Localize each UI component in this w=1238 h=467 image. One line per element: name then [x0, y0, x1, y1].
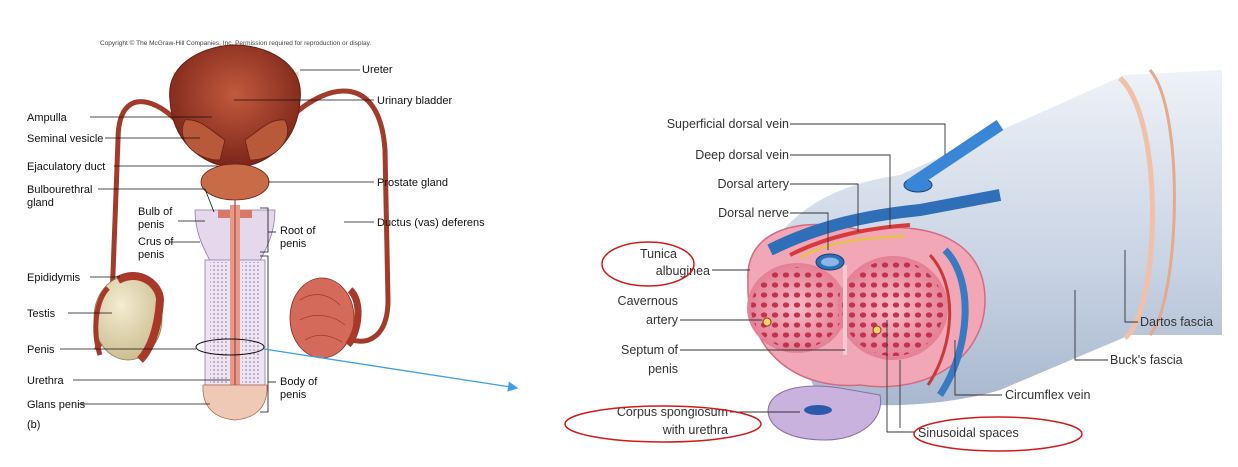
label-epididymis: Epididymis — [27, 272, 81, 284]
label-bulbourethral-line1: Bulbourethral — [27, 184, 92, 196]
label-penis: Penis — [27, 344, 55, 356]
label-bulb-line1: Bulb of — [138, 206, 173, 218]
label-body-line2: penis — [280, 389, 307, 401]
label-cavernous-line2: artery — [646, 313, 679, 327]
label-crus-line1: Crus of — [138, 236, 174, 248]
label-tunica-line1: Tunica — [640, 247, 677, 261]
label-ampulla: Ampulla — [27, 112, 68, 124]
left-leader-lines — [60, 69, 374, 413]
label-corpus-line2: with urethra — [662, 423, 728, 437]
label-body-line1: Body of — [280, 376, 318, 388]
highlight-tunica — [601, 241, 695, 287]
label-ductus-deferens: Ductus (vas) deferens — [377, 217, 485, 229]
highlight-sinusoidal-spaces — [913, 416, 1083, 452]
label-cavernous-line1: Cavernous — [618, 294, 678, 308]
section-arrow — [263, 348, 519, 392]
label-ejaculatory-duct: Ejaculatory duct — [27, 161, 105, 173]
copyright-text: Copyright © The McGraw-Hill Companies, I… — [100, 39, 371, 47]
label-urethra: Urethra — [27, 375, 65, 387]
label-tunica-line2: albuginea — [656, 264, 710, 278]
label-root-line1: Root of — [280, 225, 316, 237]
right-leader-lines — [680, 123, 1138, 433]
label-superficial-dorsal-vein: Superficial dorsal vein — [667, 117, 789, 131]
label-deep-dorsal-vein: Deep dorsal vein — [695, 148, 789, 162]
label-circumflex-vein: Circumflex vein — [1005, 388, 1090, 402]
label-glans-penis: Glans penis — [27, 399, 86, 411]
label-septum-line2: penis — [648, 362, 678, 376]
highlight-corpus-spongiosum — [564, 405, 762, 443]
label-urinary-bladder: Urinary bladder — [377, 95, 453, 107]
label-corpus-line1: Corpus spongiosum — [617, 405, 728, 419]
label-septum-line1: Septum of — [621, 343, 679, 357]
label-crus-line2: penis — [138, 249, 165, 261]
label-dartos-fascia: Dartos fascia — [1140, 315, 1213, 329]
label-seminal-vesicle: Seminal vesicle — [27, 133, 103, 145]
label-testis: Testis — [27, 308, 56, 320]
left-illustration — [93, 44, 391, 421]
label-dorsal-nerve: Dorsal nerve — [718, 206, 789, 220]
label-ureter: Ureter — [362, 64, 393, 76]
label-prostate-gland: Prostate gland — [377, 177, 448, 189]
highlight-circles — [564, 241, 1083, 452]
label-root-line2: penis — [280, 238, 307, 250]
label-bulbourethral-line2: gland — [27, 197, 54, 209]
label-dorsal-artery: Dorsal artery — [717, 177, 789, 191]
label-bulb-line2: penis — [138, 219, 165, 231]
label-sinusoidal-spaces: Sinusoidal spaces — [918, 426, 1019, 440]
panel-letter: (b) — [27, 419, 40, 431]
right-illustration — [747, 69, 1222, 441]
label-bucks-fascia: Buck's fascia — [1110, 353, 1183, 367]
